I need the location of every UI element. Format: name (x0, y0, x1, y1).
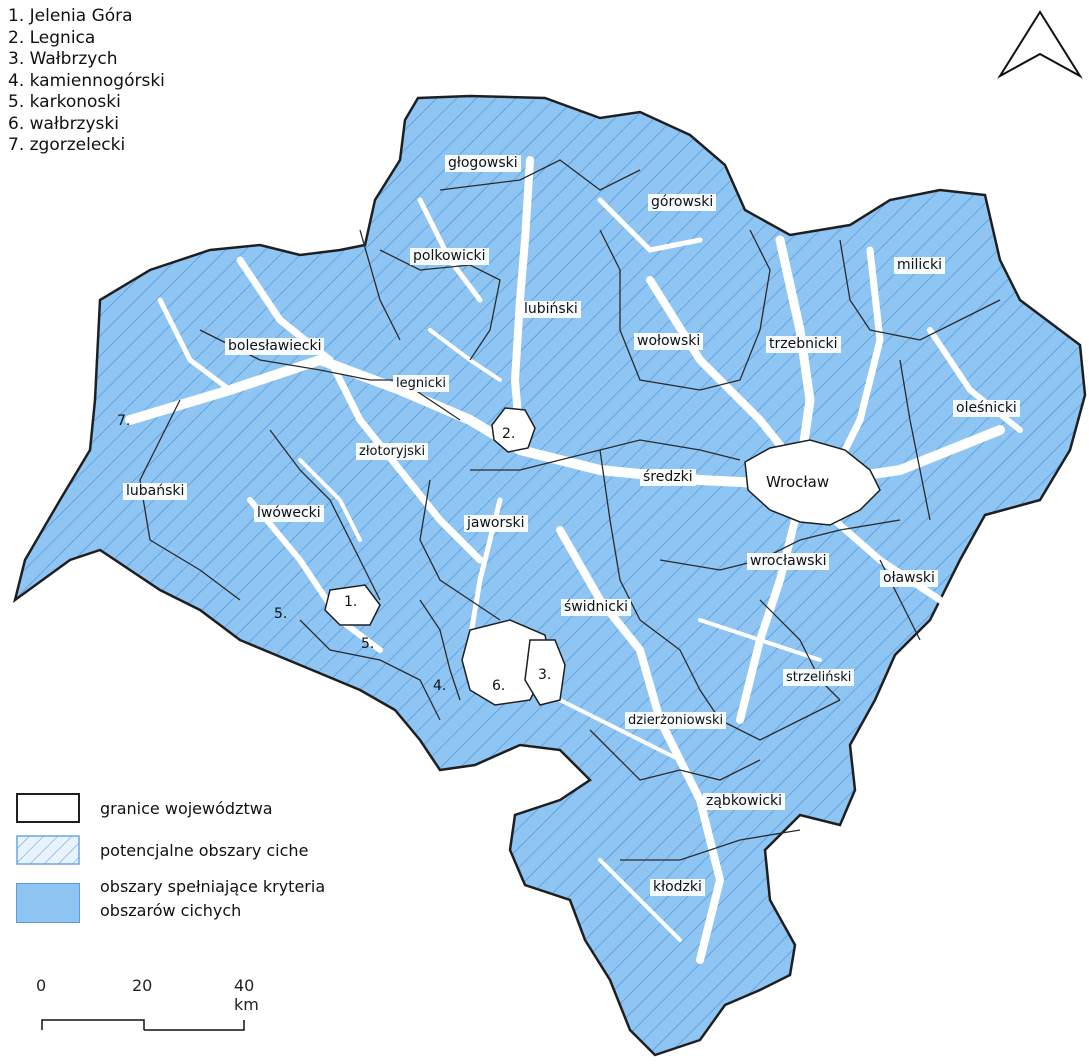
list-item: 1. Jelenia Góra (8, 6, 133, 26)
voivodeship-outline (12, 94, 1087, 1057)
list-item: 5. karkonoski (8, 92, 121, 112)
district-label-klodzki: kłodzki (650, 879, 705, 896)
district-label-milicki: milicki (894, 257, 946, 274)
scale-tick-label: 0 (36, 976, 47, 995)
district-label-dzierzoniowski: dzierżoniowski (625, 712, 727, 729)
list-item: 2. Legnica (8, 27, 96, 48)
district-label-boleslawiecki: bolesławiecki (225, 338, 325, 355)
district-label-zabkowicki: ząbkowicki (703, 793, 786, 810)
legend-label: obszary spełniające kryteria (100, 877, 326, 896)
scale-bar-line (41, 1019, 245, 1031)
list-item: 6. wałbrzyski (8, 113, 119, 134)
list-item: 3. Wałbrzych (8, 49, 118, 69)
map-marker-number: 5. (361, 636, 375, 652)
district-label-polkowicki: polkowicki (410, 248, 489, 265)
scale-bar: 0 20 40 km (30, 976, 270, 1046)
map-marker-number: 1. (344, 594, 358, 610)
district-label-wolowski: wołowski (634, 333, 704, 350)
urban-areas (324, 407, 881, 706)
list-item: 4. kamiennogórski (8, 70, 165, 91)
scale-tick-label: 20 (132, 976, 153, 995)
map-marker-number: 2. (502, 426, 516, 442)
map-marker-number: 7. (117, 413, 131, 429)
legend-label: potencjalne obszary ciche (100, 841, 309, 860)
district-label-swidnicki: świdnicki (561, 599, 631, 616)
list-item: 7. zgorzelecki (8, 135, 126, 155)
district-boundaries (139, 159, 1001, 861)
map-marker-number: 4. (433, 678, 447, 694)
numbered-legend-list: 1. Jelenia Góra 2. Legnica 3. Wałbrzych … (8, 6, 165, 157)
legend-label: obszarów cichych (100, 901, 242, 920)
district-label-strzelinski: strzeliński (783, 669, 855, 686)
map-marker-number: 3. (538, 667, 552, 683)
north-arrow-icon (997, 10, 1083, 79)
map-marker-number: 6. (492, 678, 506, 694)
district-label-trzebnicki: trzebnicki (766, 336, 841, 353)
district-label-gorowski: górowski (648, 194, 717, 211)
district-label-glogowski: głogowski (445, 155, 521, 172)
district-label-sredzki: średzki (640, 469, 696, 486)
district-label-lubinski: lubiński (521, 301, 581, 318)
district-label-jaworski: jaworski (464, 515, 528, 532)
scale-tick-label: 40 km (234, 976, 259, 1014)
legend-swatch-potential (16, 835, 80, 865)
legend-swatch-border (16, 793, 80, 823)
legend-swatch-criteria (16, 883, 80, 923)
district-label-zlotoryjski: złotoryjski (356, 443, 429, 460)
district-label-lubanski: lubański (123, 483, 188, 500)
district-label-olawski: oławski (880, 570, 938, 587)
district-label-olesnicki: oleśnicki (953, 400, 1020, 417)
district-label-lwowecki: lwówecki (254, 505, 324, 522)
district-label-legnicki: legnicki (393, 375, 450, 392)
district-label-wroclawski: wrocławski (747, 553, 830, 570)
district-label-wroclaw: Wrocław (766, 473, 830, 491)
legend-label: granice województwa (100, 799, 273, 818)
map-marker-number: 5. (274, 606, 288, 622)
